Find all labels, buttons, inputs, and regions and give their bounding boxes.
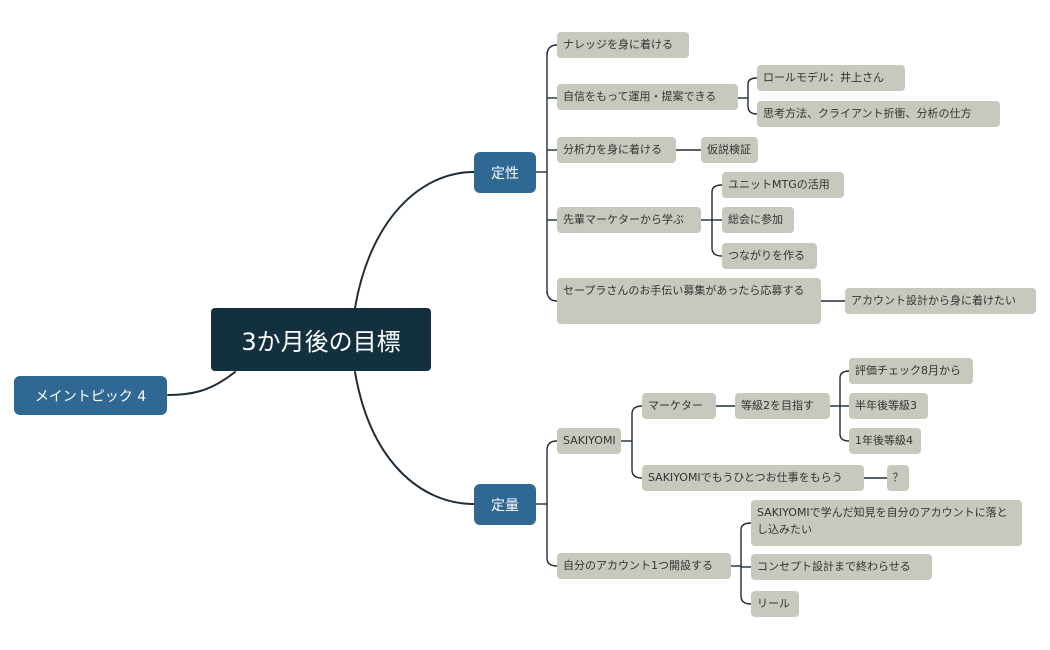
topic-knowledge[interactable]: ナレッジを身に着ける: [557, 32, 689, 58]
topic-one-year[interactable]: 1年後等級4: [849, 428, 921, 454]
topic-concept[interactable]: コンセプト設計まで終わらせる: [751, 554, 932, 580]
topic-eval[interactable]: 評価チェック8月から: [849, 358, 973, 384]
topic-marketer[interactable]: マーケター: [642, 393, 716, 419]
connector-teiryo: [354, 371, 475, 505]
topic-role-model[interactable]: ロールモデル：井上さん: [757, 65, 905, 91]
topic-apply-knowledge[interactable]: SAKIYOMIで学んだ知見を自分のアカウントに落とし込みたい: [751, 500, 1022, 546]
topic-own-account[interactable]: 自分のアカウント1つ開設する: [557, 553, 731, 579]
topic-half-year[interactable]: 半年後等級3: [849, 393, 928, 419]
topic-sakiyomi[interactable]: SAKIYOMI: [557, 428, 621, 454]
connector-floating: [167, 371, 236, 396]
topic-thinking[interactable]: 思考方法、クライアント折衝、分析の仕方: [757, 101, 1000, 127]
topic-reel[interactable]: リール: [751, 591, 799, 617]
topic-general-meeting[interactable]: 総会に参加: [722, 207, 794, 233]
topic-confidence[interactable]: 自信をもって運用・提案できる: [557, 84, 738, 110]
topic-connections[interactable]: つながりを作る: [722, 243, 817, 269]
topic-grade2[interactable]: 等級2を目指す: [735, 393, 830, 419]
central-topic[interactable]: 3か月後の目標: [211, 308, 431, 371]
topic-analysis[interactable]: 分析力を身に着ける: [557, 137, 676, 163]
branch-teiryo[interactable]: 定量: [474, 484, 536, 525]
topic-hypothesis[interactable]: 仮説検証: [701, 137, 758, 163]
topic-senior[interactable]: 先輩マーケターから学ぶ: [557, 207, 701, 233]
connector-teisei: [354, 171, 475, 309]
floating-topic[interactable]: メイントピック 4: [14, 376, 167, 415]
teisei-spine: [546, 44, 558, 302]
topic-another-job[interactable]: SAKIYOMIでもうひとつお仕事をもらう: [642, 465, 864, 491]
topic-unit-mtg[interactable]: ユニットMTGの活用: [722, 172, 844, 198]
branch-teisei[interactable]: 定性: [474, 152, 536, 193]
topic-account-design[interactable]: アカウント設計から身に着けたい: [845, 288, 1036, 314]
topic-help[interactable]: セープラさんのお手伝い募集があったら応募する: [557, 278, 821, 324]
topic-question[interactable]: ？: [887, 465, 909, 491]
